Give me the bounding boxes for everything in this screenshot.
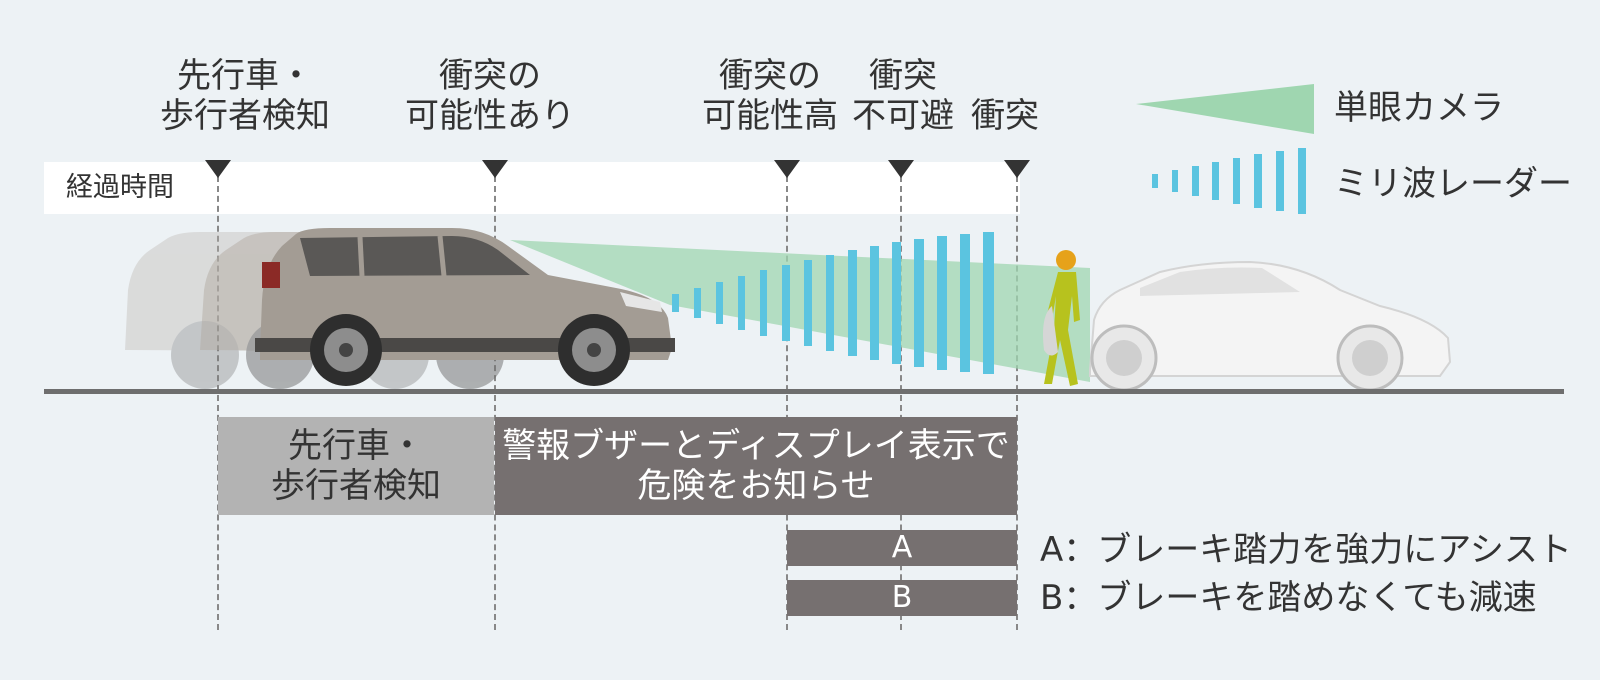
stage-label-high-line1: 衝突の — [719, 56, 821, 96]
white-car-icon — [1089, 260, 1452, 392]
stage-label-unavoidable-line2: 不可避 — [852, 96, 954, 136]
stage-label-possible: 衝突の 可能性あり — [395, 56, 585, 136]
phase-detect-box: 先行車・ 歩行者検知 — [218, 417, 494, 515]
legend-camera-wedge-icon — [1136, 84, 1314, 134]
suv-car-icon — [255, 228, 675, 386]
stage-label-collision: 衝突 — [960, 56, 1050, 136]
legend-camera-label: 単眼カメラ — [1334, 88, 1504, 128]
marker-collision-icon — [1004, 160, 1030, 178]
stage-label-possible-line2: 可能性あり — [405, 96, 575, 136]
note-a: A：ブレーキ踏力を強力にアシスト — [1040, 530, 1572, 570]
phase-a-label: A — [891, 530, 913, 565]
marker-high-icon — [774, 160, 800, 178]
ground-line — [44, 389, 1564, 394]
phase-warn-box: 警報ブザーとディスプレイ表示で 危険をお知らせ — [495, 417, 1017, 515]
guide-line-detect — [217, 176, 219, 630]
phase-b-box: B — [787, 580, 1017, 616]
marker-possible-icon — [482, 160, 508, 178]
note-b: B：ブレーキを踏めなくても減速 — [1040, 578, 1537, 618]
phase-warn-line1: 警報ブザーとディスプレイ表示で — [502, 426, 1010, 466]
guide-line-high — [786, 176, 788, 630]
guide-line-collision — [1016, 176, 1018, 630]
guide-line-unavoidable — [900, 176, 902, 630]
phase-detect-line1: 先行車・ — [288, 426, 424, 466]
phase-detect-line2: 歩行者検知 — [271, 466, 441, 506]
phase-b-label: B — [891, 580, 913, 615]
stage-label-unavoidable: 衝突 不可避 — [848, 56, 958, 136]
guide-line-possible — [494, 176, 496, 630]
stage-label-detect: 先行車・ 歩行者検知 — [140, 56, 350, 136]
radar-waves-icon — [672, 232, 994, 374]
stage-label-collision-line2: 衝突 — [971, 96, 1039, 136]
timeline-label: 経過時間 — [66, 172, 174, 203]
phase-a-box: A — [787, 530, 1017, 566]
stage-label-high: 衝突の 可能性高 — [700, 56, 840, 136]
stage-label-detect-line2: 歩行者検知 — [160, 96, 330, 136]
stage-label-detect-line1: 先行車・ — [177, 56, 313, 96]
stage-label-high-line2: 可能性高 — [702, 96, 838, 136]
marker-unavoidable-icon — [888, 160, 914, 178]
legend-radar-waves-icon — [1152, 148, 1306, 214]
phase-warn-line2: 危険をお知らせ — [637, 466, 875, 506]
legend-radar-label: ミリ波レーダー — [1334, 164, 1572, 204]
stage-label-possible-line1: 衝突の — [439, 56, 541, 96]
pedestrian-icon — [1043, 250, 1080, 386]
marker-detect-icon — [205, 160, 231, 178]
stage-label-unavoidable-line1: 衝突 — [869, 56, 937, 96]
